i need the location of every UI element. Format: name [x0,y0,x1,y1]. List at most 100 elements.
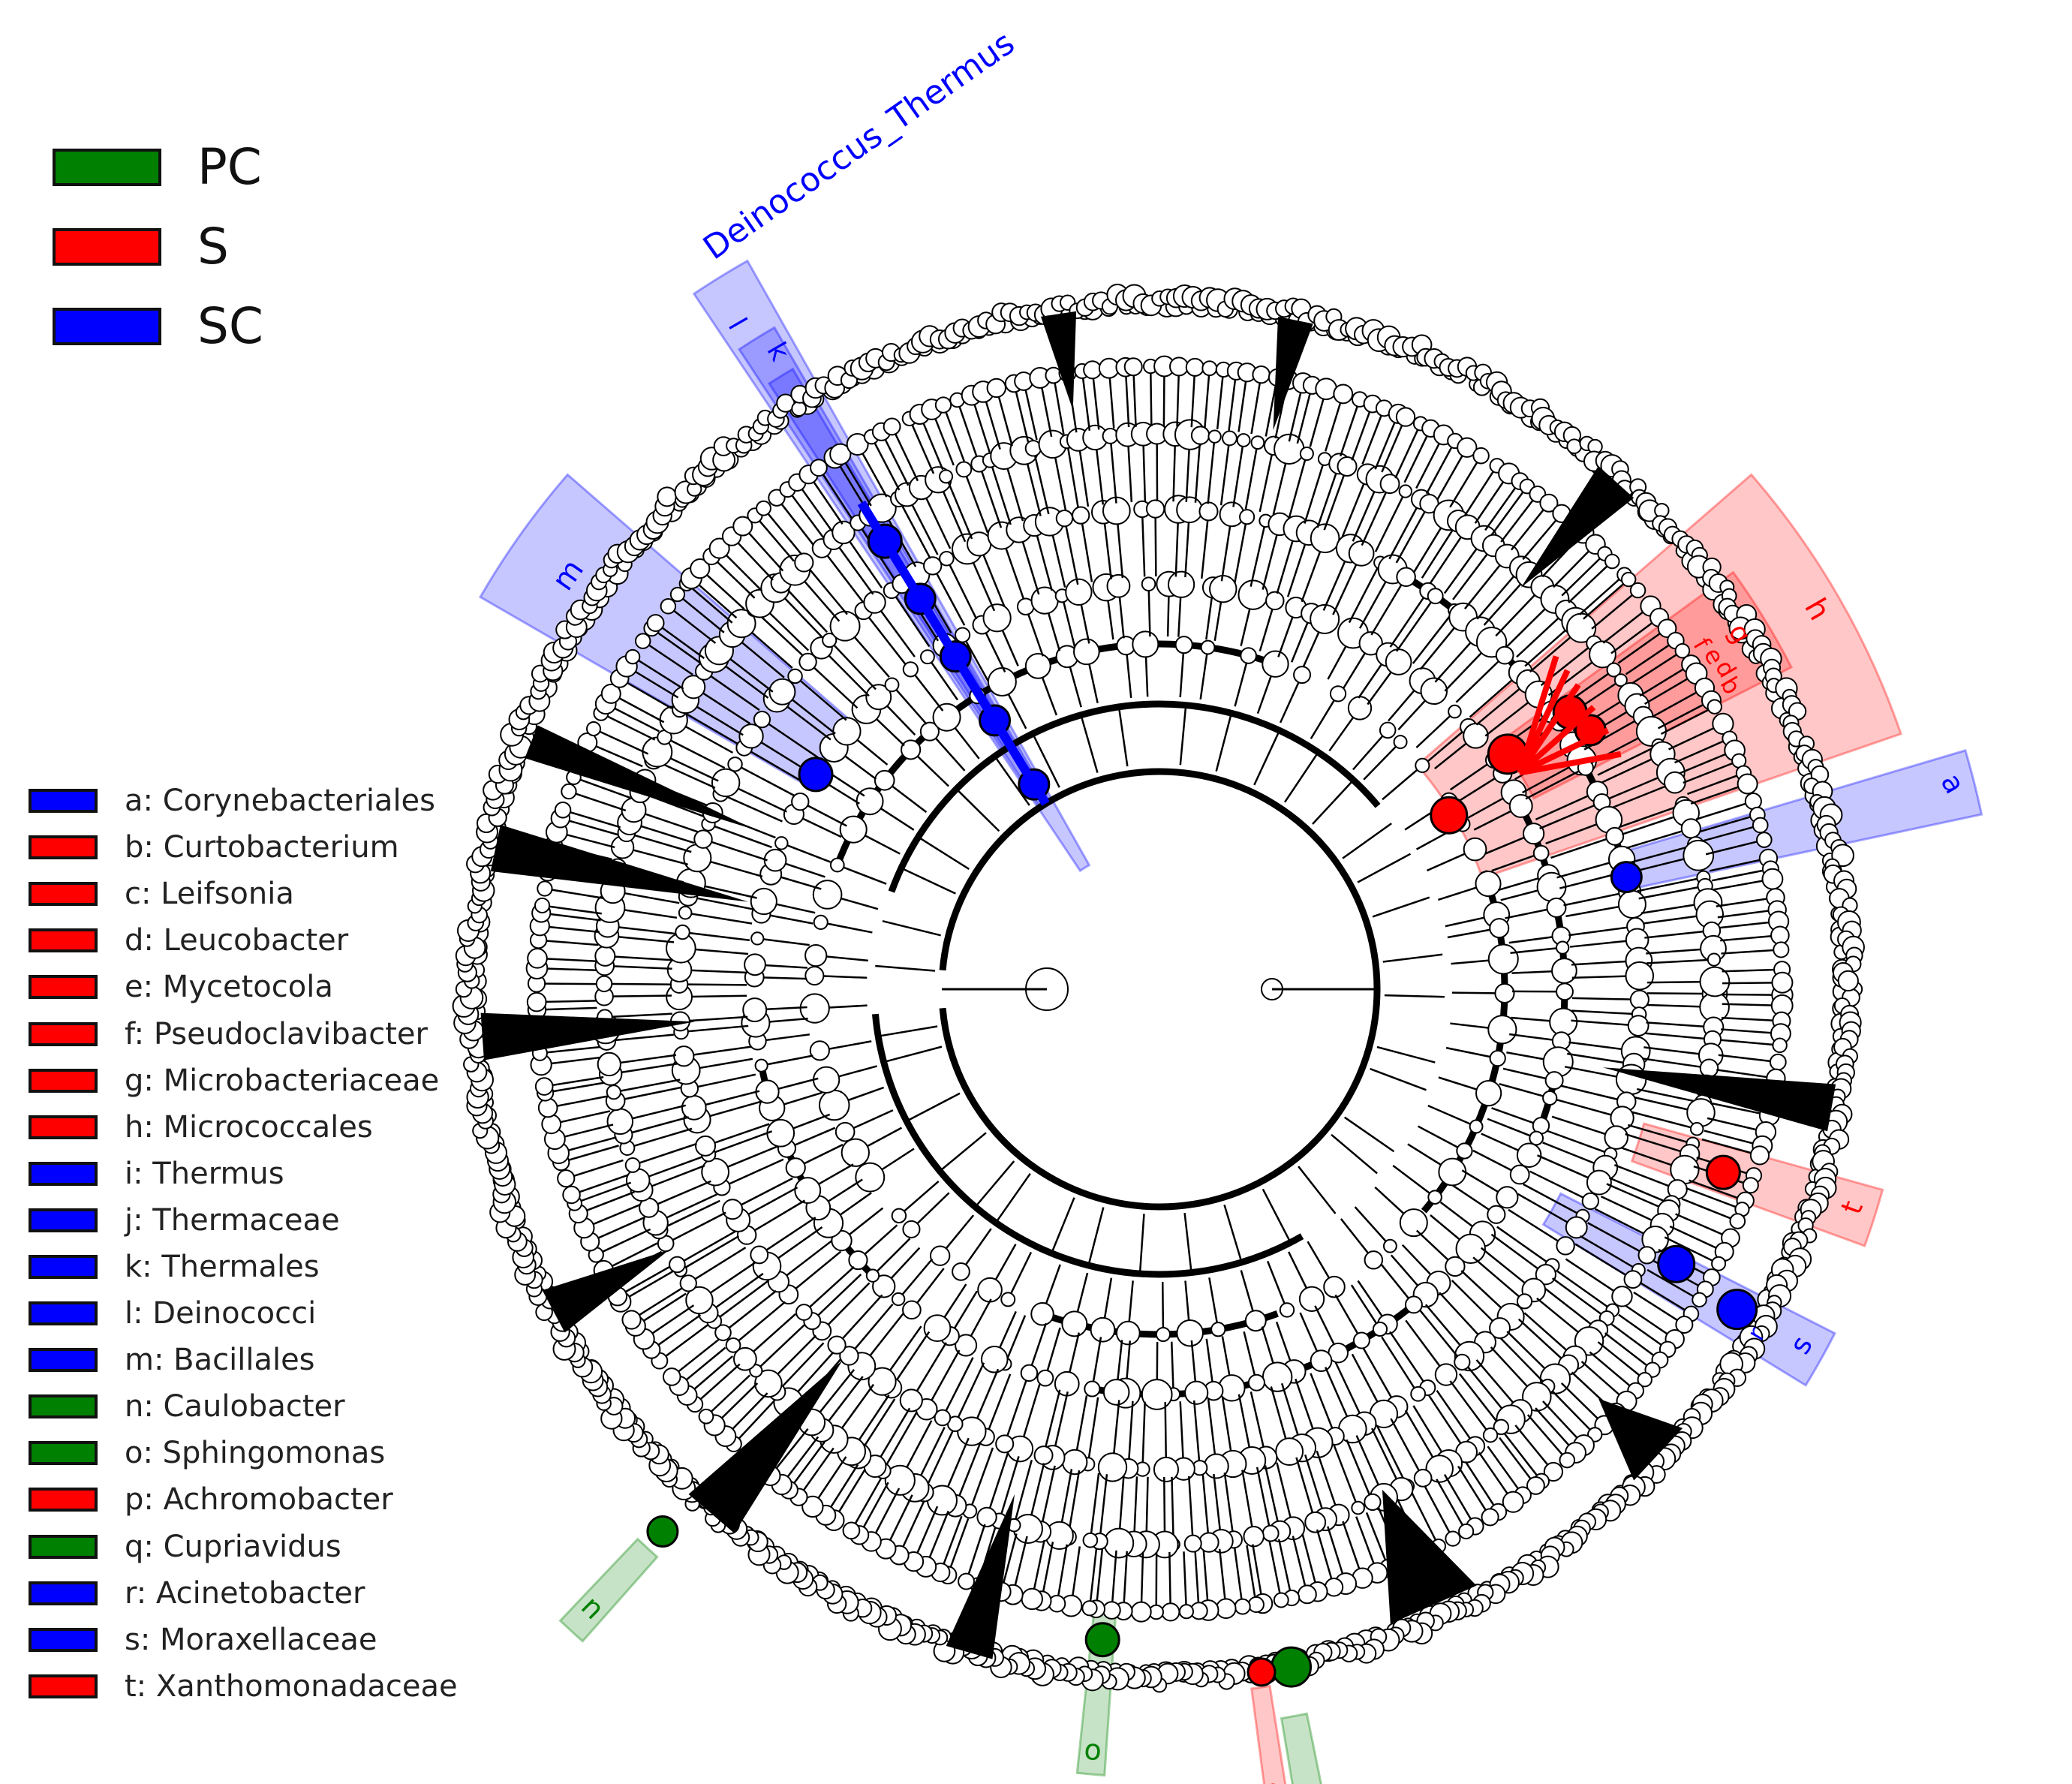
branch-line [796,482,833,532]
taxa-swatch-g [29,1068,98,1093]
branch-line [632,1142,697,1166]
branch-line [623,1116,690,1136]
taxa-legend-row: m: Bacillales [29,1337,458,1383]
branch-line [1390,1418,1424,1479]
node [708,537,730,559]
branch-line [820,921,873,934]
branch-line [757,937,810,946]
node [1454,1353,1471,1371]
branch-line [1449,1380,1492,1436]
node [1487,1205,1506,1224]
collapsed-wedge [1273,316,1313,431]
branch-line [537,982,597,985]
branch-line [1716,896,1776,907]
branch-line [1376,1045,1436,1063]
highlight-layer [646,500,1758,1688]
branch-line [1183,1551,1188,1612]
node [1481,1508,1499,1527]
node [1200,639,1216,655]
branch-line [1147,584,1151,637]
biomarker-node-n [646,1515,679,1548]
node [774,836,789,850]
branch-line [1304,459,1326,524]
taxa-label-i: i: Thermus [125,1156,284,1191]
taxa-swatch-k [29,1254,98,1279]
branch-line [1510,502,1550,551]
branch-line [1310,1373,1337,1437]
node [1623,1270,1643,1289]
node [1310,523,1340,554]
node [1529,1130,1544,1146]
branch-line [687,1247,747,1284]
branch-line [1638,885,1706,900]
branch-line [627,1127,693,1149]
node [1489,1049,1506,1067]
branch-line [1517,1193,1577,1229]
node [594,945,616,967]
node [1752,817,1769,834]
node [1239,509,1256,525]
node [1772,1037,1788,1054]
lineage-arc [1037,1233,1304,1278]
branch-line [1403,428,1432,483]
taxa-label-h: h: Micrococcales [125,1109,373,1145]
branch-line [1389,590,1429,648]
node [1581,1192,1599,1211]
branch-line [1699,814,1758,833]
branch-line [1004,1315,1027,1364]
taxa-legend-row: s: Moraxellaceae [29,1617,458,1663]
node [902,1220,921,1238]
branch-line [682,931,750,941]
node [1352,1331,1370,1349]
taxa-swatch-m [29,1348,98,1373]
node [977,1277,1003,1303]
node [621,1310,642,1330]
node [1556,1236,1575,1256]
branch-line [1608,1177,1672,1205]
node [1475,870,1502,898]
node [1024,652,1051,679]
node [827,1335,847,1355]
branch-line [1316,1450,1340,1515]
branch-line [708,1272,764,1314]
node [1184,1380,1209,1405]
branch-line [574,1181,632,1205]
branch-line [821,547,864,603]
node [839,815,868,844]
node [1448,704,1462,719]
branch-line [680,1235,740,1271]
branch-line [1503,1433,1543,1482]
node [1555,940,1570,955]
branch-line [537,1006,597,1011]
branch-line [1689,1179,1746,1202]
node [855,1162,886,1193]
node [884,1464,916,1496]
node [801,1495,824,1518]
branch-line [1333,1444,1359,1509]
node [1472,447,1490,465]
node [1333,384,1354,405]
branch-line [734,763,795,797]
node [1198,501,1219,522]
branch-line [648,1180,711,1209]
branch-line [1208,1277,1219,1330]
branch-line [541,912,601,922]
node [744,953,766,976]
taxa-legend-row: d: Leucobacter [29,917,458,964]
node [1542,1090,1558,1106]
node [1132,630,1159,658]
node [1351,1500,1365,1515]
taxa-swatch-t [29,1674,98,1698]
branch-line [891,684,928,725]
branch-line [1644,929,1713,939]
branch-line [663,736,726,769]
branch-line [1451,1280,1501,1329]
branch-line [777,1239,833,1283]
node [600,683,621,704]
branch-line [1350,1284,1382,1330]
node [829,443,852,465]
branch-line [1631,650,1683,684]
branch-line [1348,562,1382,624]
branch-line [680,1015,748,1023]
